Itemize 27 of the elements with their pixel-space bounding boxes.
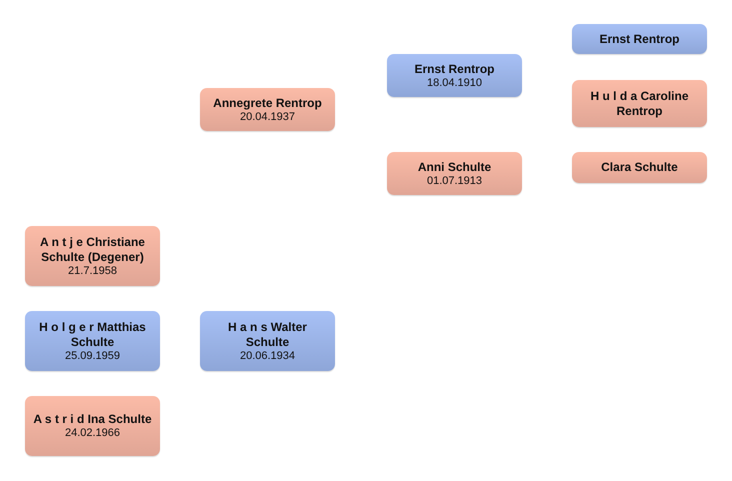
person-name: Ernst Rentrop — [414, 62, 494, 76]
person-name: H o l g e r Matthias Schulte — [38, 320, 147, 350]
person-name: A s t r i d Ina Schulte — [33, 412, 152, 427]
birth-date: 24.02.1966 — [64, 427, 120, 440]
person-name: Annegrete Rentrop — [213, 96, 322, 110]
birth-date: 21.7.1958 — [68, 264, 117, 278]
person-card — [25, 226, 160, 286]
person-card — [387, 152, 522, 195]
person-card — [572, 24, 707, 54]
person-card — [25, 396, 160, 456]
person-card — [200, 311, 335, 371]
birth-date: 01.07.1913 — [426, 174, 482, 188]
birth-date: 18.04.1910 — [426, 76, 482, 90]
person-card — [572, 152, 707, 183]
person-name: Clara Schulte — [601, 160, 678, 175]
person-name: Anni Schulte — [418, 160, 492, 174]
birth-date: 25.09.1959 — [64, 350, 120, 362]
birth-date: 20.06.1934 — [240, 350, 296, 362]
person-card — [200, 88, 335, 131]
person-name: Ernst Rentrop — [599, 32, 680, 46]
person-name: H u l d a Caroline Rentrop — [589, 88, 690, 118]
person-card — [25, 311, 160, 371]
person-card — [387, 54, 522, 97]
person-card — [572, 80, 707, 127]
birth-date: 20.04.1937 — [240, 110, 296, 124]
person-name: H a n s Walter Schulte — [227, 320, 308, 350]
person-name: A n t j e Christiane Schulte (Degener) — [39, 234, 146, 264]
